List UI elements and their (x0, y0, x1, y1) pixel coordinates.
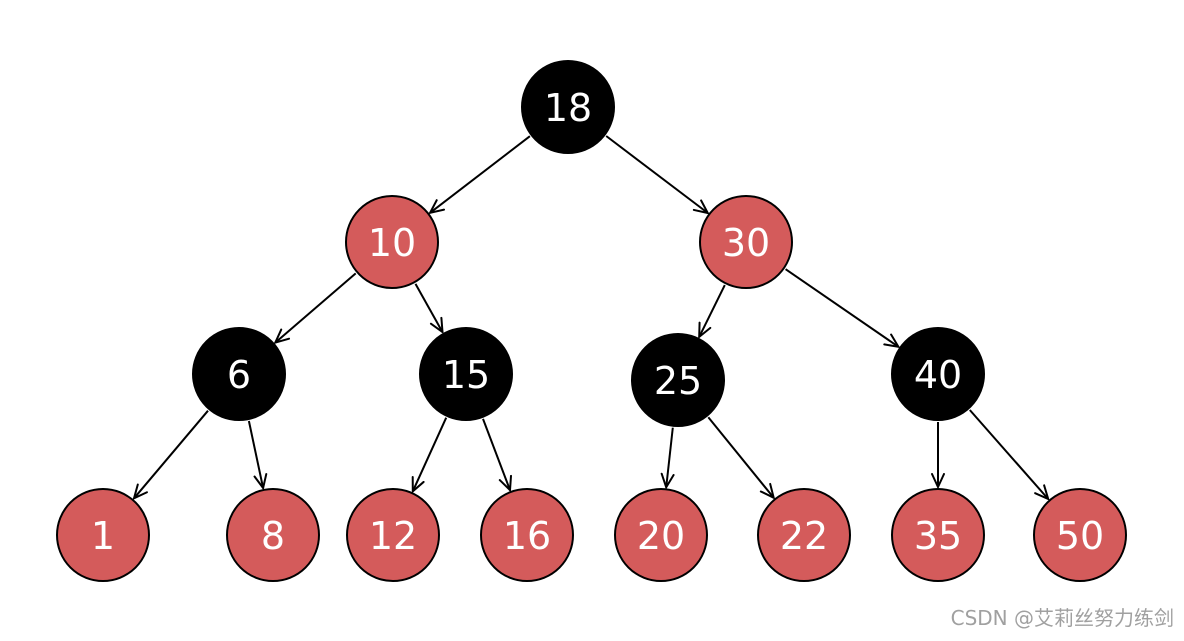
edge-n18-n30 (605, 135, 708, 213)
node-label-18: 18 (544, 86, 592, 130)
edge-n6-n8 (247, 420, 263, 488)
tree-node-15: 15 (419, 327, 513, 421)
tree-node-35: 35 (891, 488, 985, 582)
node-label-15: 15 (442, 353, 490, 397)
node-circle-25 (631, 333, 725, 427)
node-label-35: 35 (914, 514, 962, 558)
edge-n15-n16 (482, 418, 510, 490)
edge-n10-n6 (275, 272, 357, 342)
node-label-40: 40 (914, 353, 962, 397)
node-label-20: 20 (637, 514, 685, 558)
node-circle-12 (346, 488, 440, 582)
node-circle-1 (56, 488, 150, 582)
node-circle-22 (757, 488, 851, 582)
edges-layer (134, 135, 1048, 499)
node-label-50: 50 (1056, 514, 1104, 558)
tree-node-6: 6 (192, 327, 286, 421)
node-label-6: 6 (227, 353, 251, 397)
node-label-22: 22 (780, 514, 828, 558)
tree-node-50: 50 (1033, 488, 1127, 582)
node-circle-15 (419, 327, 513, 421)
tree-node-40: 40 (891, 327, 985, 421)
edge-n25-n20 (666, 427, 673, 488)
node-label-12: 12 (369, 514, 417, 558)
tree-node-20: 20 (614, 488, 708, 582)
node-circle-16 (480, 488, 574, 582)
node-circle-30 (699, 195, 793, 289)
edge-n10-n15 (414, 283, 443, 332)
node-circle-18 (521, 60, 615, 154)
tree-node-30: 30 (699, 195, 793, 289)
edge-n18-n10 (430, 135, 531, 213)
node-label-10: 10 (368, 221, 416, 265)
node-circle-6 (192, 327, 286, 421)
watermark: CSDN @艾莉丝努力练剑 (950, 606, 1174, 630)
node-label-8: 8 (261, 514, 285, 558)
node-circle-10 (345, 195, 439, 289)
node-label-16: 16 (503, 514, 551, 558)
edge-n6-n1 (134, 410, 209, 499)
node-circle-40 (891, 327, 985, 421)
node-circle-8 (226, 488, 320, 582)
node-circle-20 (614, 488, 708, 582)
edge-n15-n12 (413, 417, 448, 492)
edge-n30-n40 (785, 268, 899, 347)
tree-node-16: 16 (480, 488, 574, 582)
tree-node-8: 8 (226, 488, 320, 582)
node-label-25: 25 (654, 359, 702, 403)
node-label-1: 1 (91, 514, 115, 558)
tree-node-12: 12 (346, 488, 440, 582)
node-circle-35 (891, 488, 985, 582)
tree-node-25: 25 (631, 333, 725, 427)
edge-n25-n22 (707, 416, 773, 498)
node-circle-50 (1033, 488, 1127, 582)
tree-node-18: 18 (521, 60, 615, 154)
tree-node-10: 10 (345, 195, 439, 289)
edge-n30-n25 (699, 284, 726, 337)
tree-node-22: 22 (757, 488, 851, 582)
tree-node-1: 1 (56, 488, 150, 582)
node-label-30: 30 (722, 221, 770, 265)
edge-n40-n50 (969, 409, 1048, 499)
